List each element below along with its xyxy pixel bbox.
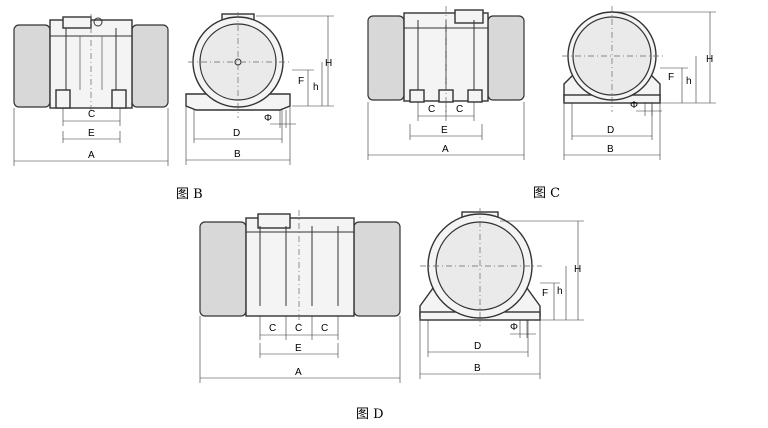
motor-end-cap bbox=[199, 221, 247, 317]
dim-label-b: B bbox=[234, 149, 241, 160]
figure-c-end-view: H F h Φ D B bbox=[562, 6, 716, 160]
dim-label-a: A bbox=[88, 150, 95, 161]
dim-label-h-lower: h bbox=[557, 286, 563, 297]
dim-label-h-upper: H bbox=[574, 264, 581, 275]
dim-label-h-upper: H bbox=[706, 54, 713, 65]
dim-label-c: C bbox=[428, 104, 435, 115]
dim-label-d: D bbox=[233, 128, 240, 139]
dim-label-d: D bbox=[474, 341, 481, 352]
motor-face bbox=[199, 23, 277, 101]
figure-d-end-view: H F h Φ D B bbox=[419, 208, 584, 379]
dim-label-h-lower: h bbox=[313, 82, 319, 93]
figure-b-side-view: C E A bbox=[13, 14, 169, 166]
motor-face bbox=[572, 16, 652, 96]
dim-label-c: C bbox=[269, 323, 276, 334]
dim-label-e: E bbox=[441, 125, 448, 136]
motor-end-cap bbox=[487, 15, 525, 101]
dim-label-phi: Φ bbox=[264, 113, 272, 124]
dim-label-b: B bbox=[607, 144, 614, 155]
dim-label-h-upper: H bbox=[325, 58, 332, 69]
dim-label-b: B bbox=[474, 363, 481, 374]
terminal-box bbox=[62, 16, 92, 29]
motor-end-cap bbox=[367, 15, 405, 101]
dim-label-c: C bbox=[456, 104, 463, 115]
terminal-box bbox=[454, 9, 484, 24]
motor-end-cap bbox=[13, 24, 51, 108]
figure-c-side-view: C C E A bbox=[367, 6, 525, 160]
figure-d-side-view: C C C E A bbox=[199, 210, 401, 383]
dim-label-phi: Φ bbox=[630, 100, 638, 111]
figure-caption-b: 图 B bbox=[176, 187, 203, 202]
dim-label-phi: Φ bbox=[510, 322, 518, 333]
dim-label-c: C bbox=[295, 323, 302, 334]
terminal-box bbox=[257, 213, 291, 229]
dim-label-h-lower: h bbox=[686, 76, 692, 87]
figure-caption-d: 图 D bbox=[356, 407, 384, 422]
motor-end-cap bbox=[353, 221, 401, 317]
dim-label-f: F bbox=[668, 72, 674, 83]
figure-caption-c: 图 C bbox=[533, 186, 561, 201]
dim-label-f: F bbox=[298, 76, 304, 87]
dim-label-a: A bbox=[442, 144, 449, 155]
dim-label-c: C bbox=[88, 109, 95, 120]
dim-label-e: E bbox=[88, 128, 95, 139]
dim-label-c: C bbox=[321, 323, 328, 334]
motor-end-cap bbox=[131, 24, 169, 108]
dim-label-d: D bbox=[607, 125, 614, 136]
figure-b-end-view: H F h Φ D B bbox=[185, 12, 334, 165]
motor-frame bbox=[245, 217, 355, 317]
dim-label-a: A bbox=[295, 367, 302, 378]
dim-label-f: F bbox=[542, 288, 548, 299]
dim-label-e: E bbox=[295, 343, 302, 354]
